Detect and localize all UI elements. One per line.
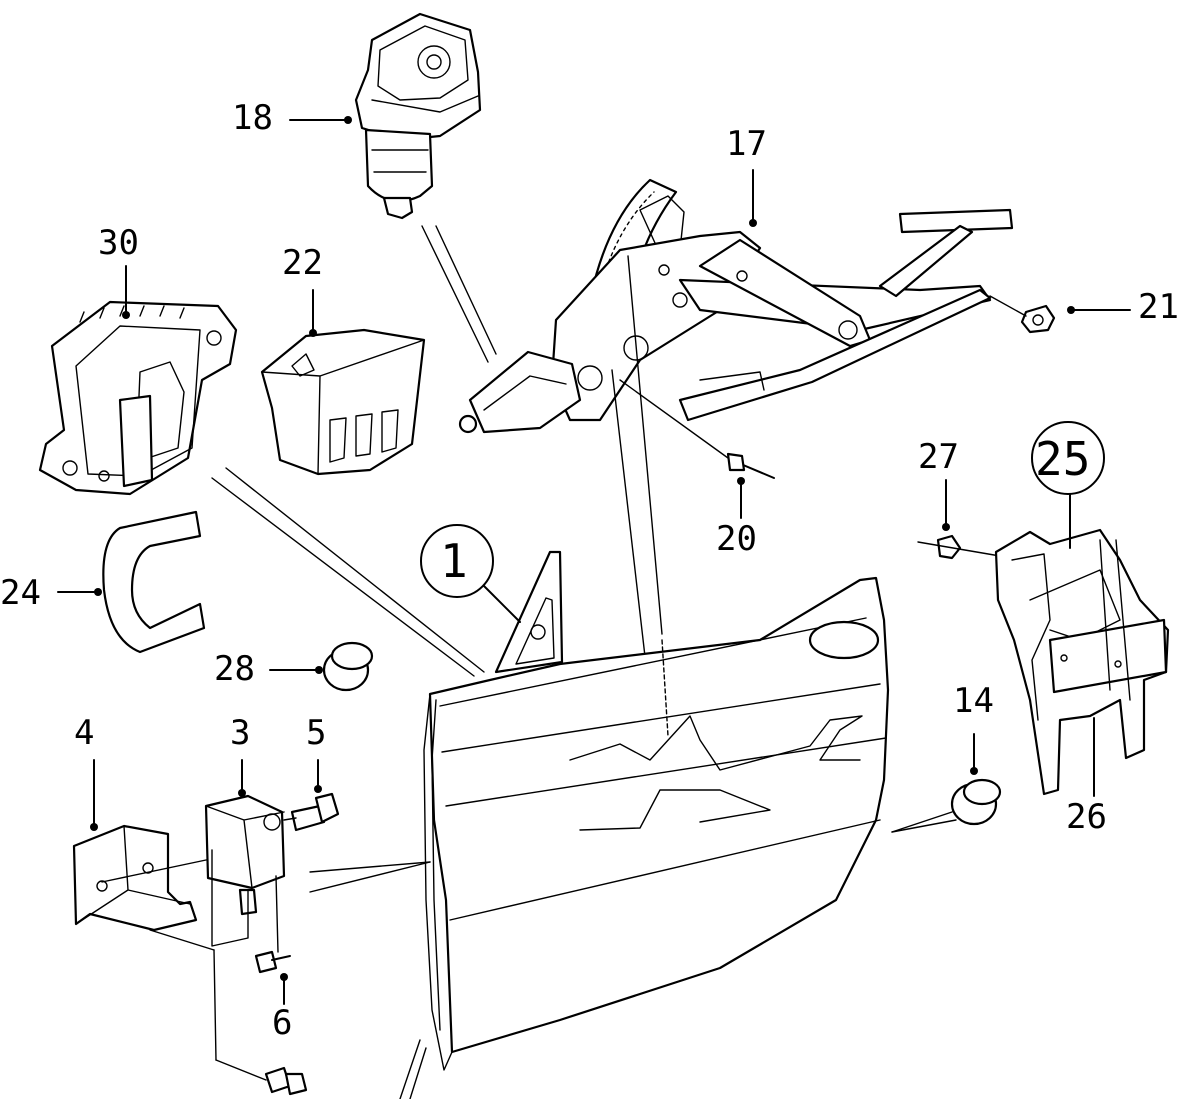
- callout-27: 27: [918, 437, 959, 531]
- leader-bottom-a: [399, 1039, 421, 1099]
- callout-30: 30: [98, 223, 139, 319]
- callout-3-label: 3: [230, 713, 250, 753]
- callout-18: 18: [232, 98, 352, 138]
- leader-motor-b: [435, 225, 497, 355]
- callout-1: 1: [420, 524, 521, 623]
- callout-22-label: 22: [282, 243, 323, 283]
- part-4-bracket: [72, 824, 198, 932]
- part-17-window-regulator: [458, 178, 1014, 434]
- leader-bracket-a: [149, 929, 215, 951]
- leader-motor-a: [421, 225, 489, 363]
- part-6-screw: [254, 875, 291, 974]
- part-14-plug: [891, 778, 1002, 833]
- callout-4-label: 4: [74, 713, 94, 753]
- part-28-plug: [322, 641, 374, 692]
- callout-26: 26: [1066, 717, 1107, 837]
- callout-28: 28: [214, 649, 323, 689]
- callout-14-label: 14: [953, 681, 994, 721]
- callout-5-label: 5: [306, 713, 326, 753]
- leader-regulator-a: [627, 255, 663, 635]
- part-27-clip: [917, 534, 1001, 560]
- leader-bracket-b: [213, 949, 217, 1061]
- leader-hinge-door-b: [309, 861, 431, 893]
- part-3-hinge-switch: [204, 794, 286, 947]
- callout-24-label: 24: [0, 573, 41, 613]
- callout-3: 3: [230, 713, 250, 797]
- callout-25: 25: [1031, 421, 1105, 549]
- part-22-connector-block: [260, 328, 426, 476]
- leader-hinge-door-a: [309, 861, 431, 873]
- callout-21: 21: [1067, 287, 1179, 327]
- part-21-clip: [989, 295, 1056, 334]
- leader-module-b: [225, 467, 485, 673]
- callout-6: 6: [272, 973, 292, 1043]
- leader-module-a: [211, 477, 475, 677]
- callout-30-label: 30: [98, 223, 139, 263]
- leader-bracket-c: [215, 1059, 267, 1081]
- callout-21-label: 21: [1138, 287, 1179, 327]
- callout-5: 5: [306, 713, 326, 793]
- part-bottom-bolt: [264, 1066, 308, 1096]
- part-20-screw: [619, 379, 775, 479]
- part-30-control-module: [38, 300, 238, 496]
- part-18-window-motor: [354, 12, 482, 220]
- callout-24: 24: [0, 573, 102, 613]
- leader-regulator-b: [611, 369, 651, 701]
- part-5-screw: [283, 792, 340, 832]
- leader-hinge-pin: [101, 859, 207, 883]
- callout-20-label: 20: [716, 519, 757, 559]
- callout-17: 17: [726, 124, 767, 227]
- callout-18-label: 18: [232, 98, 273, 138]
- callout-26-label: 26: [1066, 797, 1107, 837]
- callout-25-label: 25: [1035, 432, 1090, 486]
- callout-27-label: 27: [918, 437, 959, 477]
- callout-17-label: 17: [726, 124, 767, 164]
- callout-6-label: 6: [272, 1003, 292, 1043]
- part-1-door-shell: [423, 550, 890, 1071]
- callout-22: 22: [282, 243, 323, 337]
- callout-28-label: 28: [214, 649, 255, 689]
- callout-4: 4: [74, 713, 98, 831]
- callout-1-label: 1: [440, 534, 468, 588]
- leader-bottom-b: [409, 1047, 427, 1099]
- callout-20: 20: [716, 477, 757, 559]
- part-24-c-seal: [102, 510, 206, 654]
- part-25-lock-assembly: [994, 528, 1170, 796]
- callout-14: 14: [953, 681, 994, 775]
